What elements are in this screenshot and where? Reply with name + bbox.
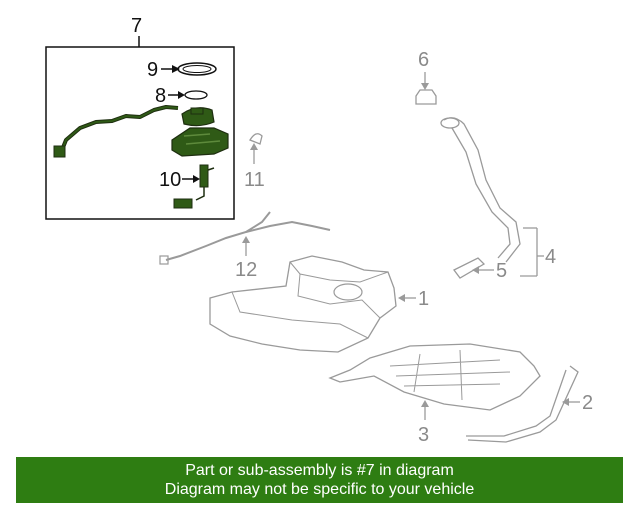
callout-6-arrowhead	[421, 83, 429, 90]
shield-ribs	[389, 349, 511, 401]
callout-11-arrowhead	[250, 143, 258, 150]
harness-connector	[53, 145, 66, 158]
callout-10: 10	[159, 169, 181, 191]
level-sender-part	[199, 164, 209, 188]
fuel-cap-group: 6	[415, 49, 437, 105]
callout-8-arrowhead	[178, 91, 185, 99]
pump-flange-fitting	[190, 107, 204, 115]
level-sender-arm	[195, 167, 215, 201]
callout-1-arrowhead	[398, 294, 405, 302]
vent-harness-group: 12	[159, 211, 331, 281]
callout-7: 7	[131, 15, 142, 37]
filler-hose-part	[453, 257, 486, 279]
callout-5: 5	[496, 260, 507, 282]
fuel-tank-opening	[333, 283, 363, 301]
callout-6: 6	[418, 49, 429, 71]
fuel-tank-part	[209, 255, 397, 353]
clip-part	[249, 133, 263, 145]
pump-harness-wire-core	[61, 106, 179, 151]
callout-5-arrowhead	[472, 266, 479, 274]
callout-2-arrowhead	[562, 398, 569, 406]
notice-banner: Part or sub-assembly is #7 in diagram Di…	[16, 457, 623, 503]
callout-8: 8	[155, 85, 166, 107]
filler-neck	[440, 117, 460, 129]
pump-reservoir-part	[171, 127, 229, 157]
parts-diagram: 7 9 8 10 6	[45, 15, 593, 446]
notice-line-2: Diagram may not be specific to your vehi…	[164, 481, 475, 498]
callout-4: 4	[545, 246, 556, 268]
fuel-pump-assembly-group: 7 9 8 10	[45, 15, 235, 220]
strap-part	[466, 365, 579, 443]
callout-3: 3	[418, 424, 429, 446]
fuel-cap-part	[415, 89, 437, 105]
callout-11: 11	[244, 169, 265, 191]
filler-pipe-group: 4 5	[440, 117, 556, 282]
vent-harness-part	[165, 211, 331, 261]
seal-ring-inner	[182, 65, 212, 73]
seal-ring-part	[177, 62, 217, 76]
fuel-tank-top-detail	[231, 261, 389, 339]
callout-9-arrowhead	[172, 65, 180, 73]
callout-10-arrowhead	[193, 175, 200, 183]
fuel-tank-group: 1	[209, 255, 429, 353]
pump-reservoir-detail	[183, 133, 221, 145]
shield-group: 3	[328, 343, 541, 446]
callout-1: 1	[418, 288, 429, 310]
o-ring-part	[184, 90, 208, 100]
assembly-7-box	[45, 46, 235, 220]
shield-part	[328, 343, 541, 411]
callout-3-arrowhead	[421, 400, 429, 407]
callout-12: 12	[235, 259, 257, 281]
filler-pipe-part	[443, 117, 521, 263]
callout-9: 9	[147, 59, 158, 81]
level-sender-float	[173, 198, 193, 209]
clip-group: 11	[244, 133, 265, 191]
strap-group: 2	[466, 365, 593, 443]
vent-harness-connector	[159, 255, 169, 265]
notice-line-1: Part or sub-assembly is #7 in diagram	[185, 462, 454, 479]
callout-2: 2	[582, 392, 593, 414]
callout-12-arrowhead	[242, 236, 250, 243]
